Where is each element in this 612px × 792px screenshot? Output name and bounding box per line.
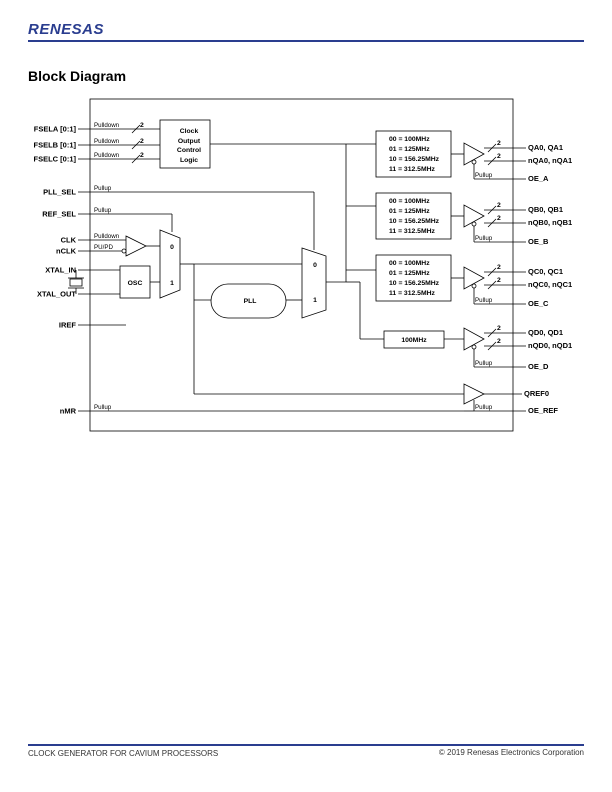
oe-a-pullup-label: Pullup [475, 172, 493, 179]
table-c-row2: 10 = 156.25MHz [389, 280, 440, 287]
out-oe-d: OE_D [528, 362, 549, 371]
table-a-row3: 11 = 312.5MHz [389, 166, 436, 173]
table-a-row0: 00 = 100MHz [389, 136, 430, 143]
out-qc: QC0, QC1 [528, 267, 563, 276]
bus-width-nqd: 2 [497, 338, 501, 345]
pin-xtal-in: XTAL_IN [45, 266, 76, 275]
bus-width-fsela: 2 [140, 122, 144, 129]
table-a-row2: 10 = 156.25MHz [389, 156, 440, 163]
bus-width-nqb: 2 [497, 215, 501, 222]
table-b-row0: 00 = 100MHz [389, 198, 430, 205]
crystal [69, 278, 83, 287]
header-rule [28, 40, 584, 42]
buffer-ref [463, 383, 485, 405]
pin-clk: CLK [61, 236, 77, 245]
pll-mux-0: 0 [313, 262, 317, 269]
pin-pll-sel: PLL_SEL [43, 188, 76, 197]
input-mux [159, 229, 181, 299]
out-qref: QREF0 [524, 389, 549, 398]
logic-line1: Clock [180, 128, 199, 135]
diagram-border [89, 98, 514, 432]
fselb-pulldown-label: Pulldown [94, 138, 120, 145]
table-c-row3: 11 = 312.5MHz [389, 290, 436, 297]
footer-rule [28, 744, 584, 746]
table-a-row1: 01 = 125MHz [389, 146, 430, 153]
pll-mux-1: 1 [313, 297, 317, 304]
bus-width-nqa: 2 [497, 153, 501, 160]
osc-label: OSC [128, 280, 143, 287]
bus-width-qa: 2 [497, 140, 501, 147]
bus-width-qc: 2 [497, 264, 501, 271]
out-qa: QA0, QA1 [528, 143, 563, 152]
pin-fselb: FSELB [0:1] [33, 141, 76, 150]
out-nqd: nQD0, nQD1 [528, 341, 572, 350]
buffer-b [463, 204, 485, 228]
bus-width-qd: 2 [497, 325, 501, 332]
out-nqa: nQA0, nQA1 [528, 156, 572, 165]
table-b-row2: 10 = 156.25MHz [389, 218, 440, 225]
nmr-pullup-label: Pullup [94, 404, 112, 411]
clk-pulldown-label: Pulldown [94, 233, 120, 240]
buffer-a [463, 142, 485, 166]
ref-sel-pullup-label: Pullup [94, 207, 112, 214]
pin-xtal-out: XTAL_OUT [37, 290, 76, 299]
table-c-row1: 01 = 125MHz [389, 270, 430, 277]
oe-c-pullup-label: Pullup [475, 297, 493, 304]
footer-copyright: © 2019 Renesas Electronics Corporation [438, 748, 584, 757]
out-oe-ref: OE_REF [528, 406, 558, 415]
pin-fsela: FSELA [0:1] [34, 125, 77, 134]
pll-mux [301, 247, 327, 319]
input-buffer [125, 235, 147, 257]
pll-block [210, 283, 287, 319]
out-oe-b: OE_B [528, 237, 549, 246]
oe-b-pullup-label: Pullup [475, 235, 493, 242]
pll-label: PLL [244, 298, 257, 305]
pin-nclk: nCLK [56, 247, 77, 256]
bus-width-fselc: 2 [140, 152, 144, 159]
nclk-pupd-label: PU/PD [94, 244, 113, 251]
table-b-row3: 11 = 312.5MHz [389, 228, 436, 235]
pin-nmr: nMR [60, 407, 77, 416]
pin-ref-sel: REF_SEL [42, 210, 76, 219]
table-b-row1: 01 = 125MHz [389, 208, 430, 215]
divider-d [383, 330, 445, 349]
logic-line4: Logic [180, 157, 198, 164]
out-qd: QD0, QD1 [528, 328, 563, 337]
out-nqb: nQB0, nQB1 [528, 218, 572, 227]
input-mux-0: 0 [170, 244, 174, 251]
oe-d-pullup-label: Pullup [475, 360, 493, 367]
fselc-pulldown-label: Pulldown [94, 152, 120, 159]
oe-ref-pullup-label: Pullup [475, 404, 493, 411]
bus-width-qb: 2 [497, 202, 501, 209]
bus-width-nqc: 2 [497, 277, 501, 284]
buffer-c [463, 266, 485, 290]
logic-line2: Output [178, 138, 201, 145]
renesas-logo: RENESAS [28, 21, 105, 38]
logic-line3: Control [177, 147, 201, 154]
out-qb: QB0, QB1 [528, 205, 563, 214]
footer-title: CLOCK GENERATOR FOR CAVIUM PROCESSORS [28, 749, 219, 758]
fixed-freq-label: 100MHz [401, 337, 427, 344]
section-title: Block Diagram [28, 68, 127, 84]
pin-fselc: FSELC [0:1] [33, 155, 76, 164]
bus-width-fselb: 2 [140, 138, 144, 145]
out-oe-c: OE_C [528, 299, 549, 308]
pll-sel-pullup-label: Pullup [94, 185, 112, 192]
out-oe-a: OE_A [528, 174, 549, 183]
pin-iref: IREF [59, 321, 77, 330]
fsela-pulldown-label: Pulldown [94, 122, 120, 129]
table-c-row0: 00 = 100MHz [389, 260, 430, 267]
buffer-d [463, 327, 485, 351]
out-nqc: nQC0, nQC1 [528, 280, 572, 289]
input-mux-1: 1 [170, 280, 174, 287]
